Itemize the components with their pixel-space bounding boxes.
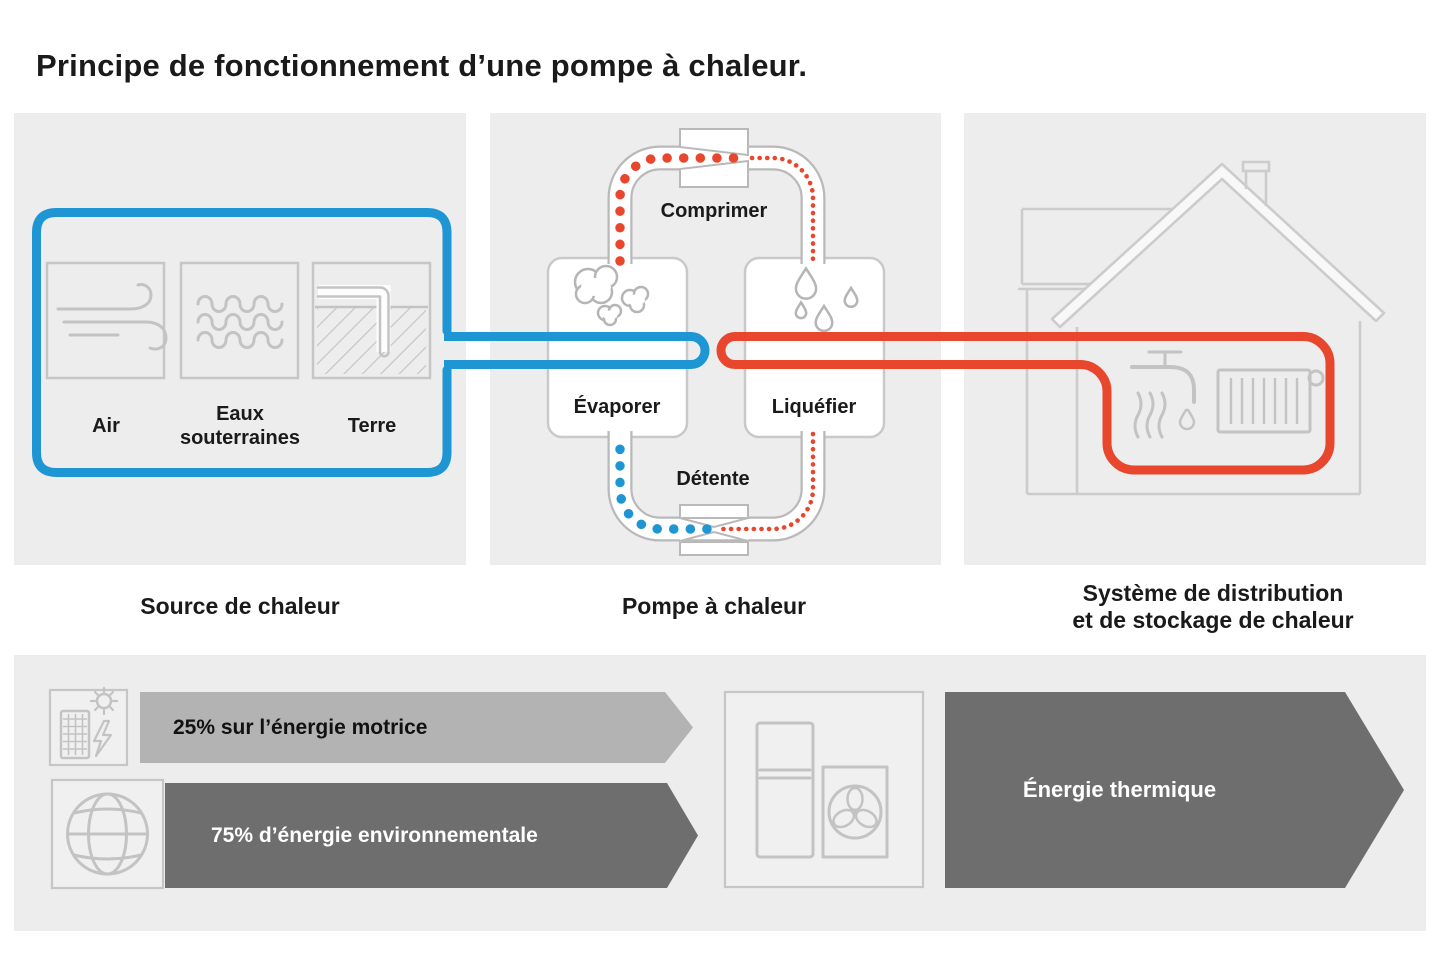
label-compress: Comprimer xyxy=(660,200,768,222)
page-title: Principe de fonctionnement d’une pompe à… xyxy=(36,48,808,83)
arrow-environmental-energy: 75% d’énergie environnementale xyxy=(165,783,698,888)
caption-heat-pump: Pompe à chaleur xyxy=(621,593,807,619)
panel-heat-pump-cycle xyxy=(490,113,941,565)
arrow-thermal-energy: Énergie thermique xyxy=(945,692,1404,888)
label-expand: Détente xyxy=(676,468,750,490)
arrow-motive-energy-label: 25% sur l’énergie motrice xyxy=(173,715,428,739)
arrow-motive-energy: 25% sur l’énergie motrice xyxy=(140,692,693,763)
label-ground: Terre xyxy=(347,415,397,437)
label-evaporate: Évaporer xyxy=(573,396,661,418)
label-liquefy: Liquéfier xyxy=(771,396,857,418)
arrow-environmental-energy-label: 75% d’énergie environnementale xyxy=(211,823,538,847)
panel-distribution xyxy=(964,113,1426,565)
label-air: Air xyxy=(92,415,120,437)
panel-heat-source xyxy=(14,113,466,565)
label-groundwater: Eaux souterraines xyxy=(179,403,301,449)
arrow-thermal-energy-label: Énergie thermique xyxy=(1022,777,1217,802)
caption-distribution: Système de distribution et de stockage d… xyxy=(1072,580,1353,634)
caption-distribution-line1: Système de distribution xyxy=(1082,580,1344,606)
caption-heat-source: Source de chaleur xyxy=(140,593,340,619)
caption-distribution-line2: et de stockage de chaleur xyxy=(1072,607,1354,633)
